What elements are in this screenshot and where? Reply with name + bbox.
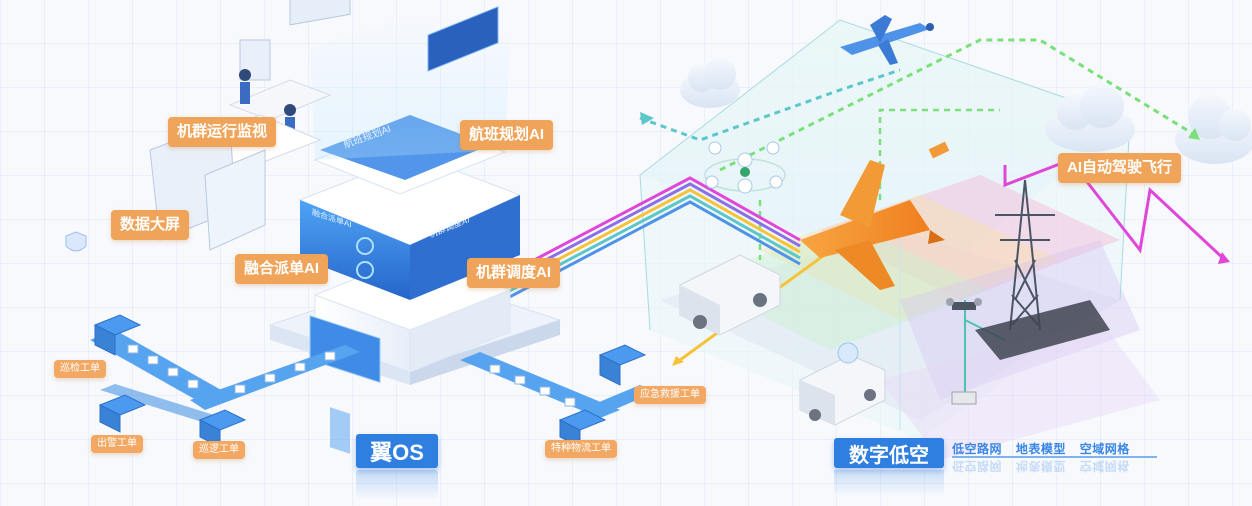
tag-autopilot: AI自动驾驶飞行: [1058, 153, 1182, 183]
airspace-item-reflection: 低空路网: [952, 459, 1003, 473]
airspace-item: 低空路网: [952, 442, 1003, 456]
os-tower: [298, 6, 522, 454]
order-police: 出警工单: [91, 435, 143, 453]
tag-dispatch-ai: 融合派单AI: [235, 254, 329, 284]
order-patrol: 巡逻工单: [193, 441, 245, 459]
digital-airspace-title: 数字低空: [849, 444, 929, 467]
airspace-item: 空域网格: [1079, 442, 1130, 456]
airspace-item: 地表模型: [1015, 442, 1066, 456]
order-stations: [93, 314, 647, 448]
quadcopter: [946, 298, 982, 405]
shield-icon: [65, 231, 87, 252]
os-badge-reflection: [356, 470, 438, 500]
tag-big-screen: 数据大屏: [111, 210, 190, 240]
conveyor-left: [90, 330, 360, 426]
cargo-drone-plane: [800, 141, 950, 290]
service-van: [799, 342, 886, 426]
drone-plane-top: [840, 15, 934, 65]
data-pipes: [499, 176, 801, 304]
digital-airspace-items: 低空路网 地表模型 空域网格: [952, 440, 1140, 457]
digital-airspace-badge: 数字低空: [834, 438, 944, 468]
ambulance-van: [679, 254, 781, 336]
tag-fleet-monitor: 机群运行监视: [168, 117, 277, 147]
order-rescue: 应急救援工单: [634, 386, 706, 404]
digital-airspace-reflection: [834, 470, 944, 496]
clouds: [680, 58, 1252, 164]
order-logistics: 特种物流工单: [545, 440, 617, 458]
os-label: 翼OS: [370, 440, 424, 465]
airspace-item-reflection: 空域网格: [1079, 459, 1130, 473]
tower-base: [975, 300, 1110, 360]
order-inspection: 巡检工单: [54, 360, 106, 378]
network-nodes: [704, 141, 786, 194]
airspace-item-reflection: 地表模型: [1015, 459, 1066, 473]
os-badge: 翼OS: [356, 434, 438, 500]
tag-scheduling-ai: 机群调度AI: [467, 258, 561, 288]
tag-flight-ai: 航班规划AI: [460, 120, 554, 150]
digital-airspace-items-reflection: 低空路网 地表模型 空域网格: [952, 458, 1140, 475]
power-tower: [995, 179, 1055, 331]
airspace-underline: [952, 456, 1157, 458]
